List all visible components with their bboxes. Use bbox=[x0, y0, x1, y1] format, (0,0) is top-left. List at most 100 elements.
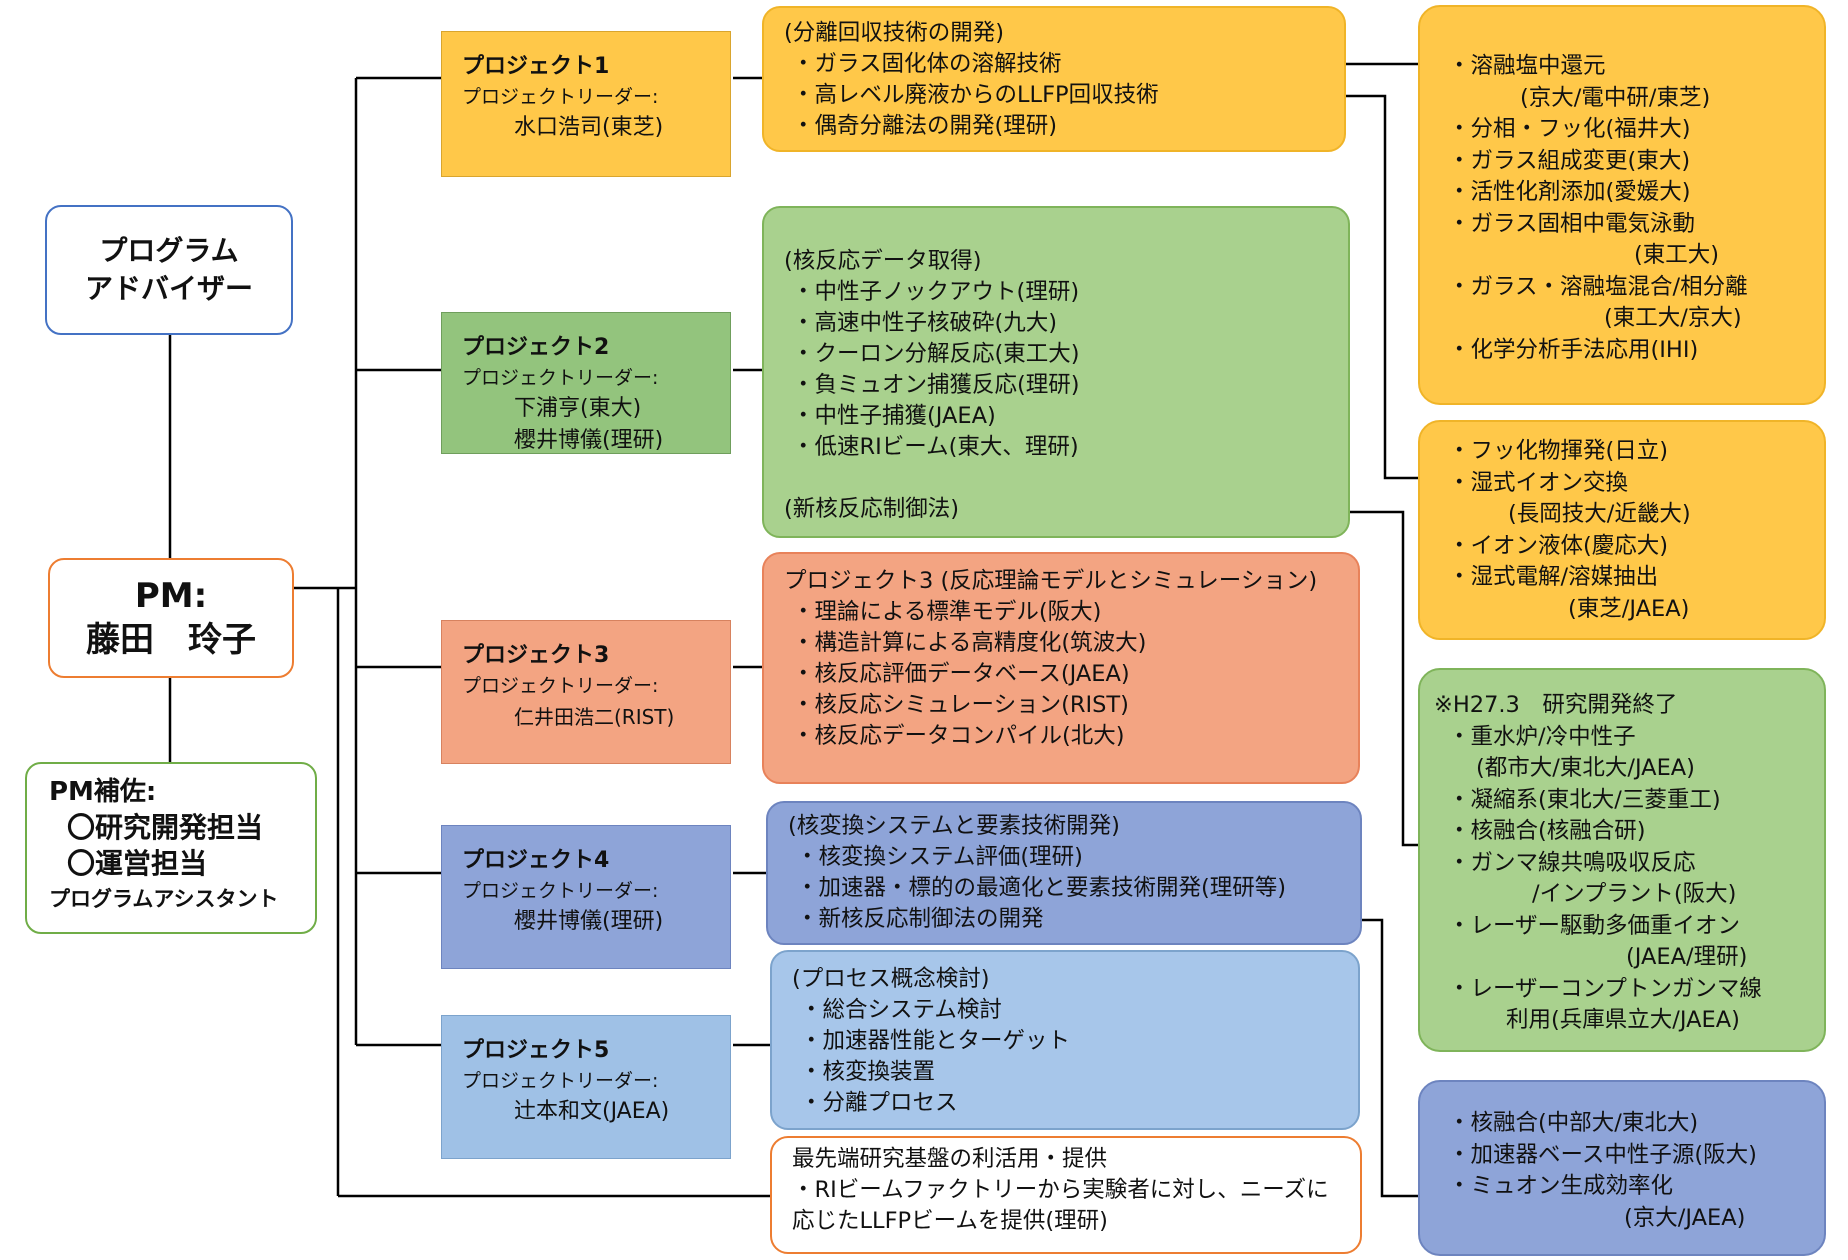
list-item: ・核変換システム評価(理研) bbox=[796, 844, 1083, 870]
list-item-affiliation: (京大/電中研/東芝) bbox=[1520, 84, 1711, 111]
project-leader-label: プロジェクトリーダー: bbox=[462, 1070, 659, 1092]
list-item: ・ガラス固化体の溶解技術 bbox=[792, 51, 1062, 77]
list-item: ・凝縮系(東北大/三菱重工) bbox=[1448, 786, 1721, 813]
list-item-affiliation: (都市大/東北大/JAEA) bbox=[1476, 755, 1695, 781]
project-title: プロジェクト5 bbox=[462, 1038, 610, 1063]
list-item-affiliation: /インプラント(阪大) bbox=[1532, 881, 1737, 907]
project-4-box: プロジェクト4 プロジェクトリーダー: 櫻井博儀(理研) bbox=[441, 825, 731, 969]
list-item: ・高レベル廃液からのLLFP回収技術 bbox=[792, 82, 1159, 108]
list-item: ・レーザーコンプトンガンマ線 bbox=[1448, 975, 1762, 1002]
pm-assist-item-ops: 〇運営担当 bbox=[67, 847, 208, 880]
list-item: ・溶融塩中還元 bbox=[1448, 53, 1606, 79]
box-heading: (核反応データ取得) bbox=[784, 248, 982, 274]
project-title: プロジェクト3 bbox=[462, 643, 610, 668]
process-concept-box: (プロセス概念検討) ・総合システム検討 ・加速器性能とターゲット ・核変換装置… bbox=[770, 950, 1360, 1130]
list-item: 応じたLLFPビームを提供(理研) bbox=[792, 1208, 1108, 1234]
list-item: ・新核反応制御法の開発 bbox=[796, 906, 1044, 932]
project-1-box: プロジェクト1 プロジェクトリーダー: 水口浩司(東芝) bbox=[441, 31, 731, 177]
box-heading: (分離回収技術の開発) bbox=[784, 20, 1005, 46]
pm-label: PM: bbox=[134, 576, 208, 616]
project-leader-label: プロジェクトリーダー: bbox=[462, 86, 659, 108]
list-item: ・レーザー駆動多価重イオン bbox=[1448, 912, 1741, 939]
list-item: ・化学分析手法応用(IHI) bbox=[1448, 336, 1699, 363]
nuclear-reaction-data-box: (核反応データ取得) ・中性子ノックアウト(理研) ・高速中性子核破砕(九大) … bbox=[762, 206, 1350, 538]
box-heading: (プロセス概念検討) bbox=[792, 966, 990, 992]
project-3-box: プロジェクト3 プロジェクトリーダー: 仁井田浩二(RIST) bbox=[441, 620, 731, 764]
list-item-affiliation: (京大/JAEA) bbox=[1624, 1204, 1746, 1231]
list-item: ・構造計算による高精度化(筑波大) bbox=[792, 630, 1147, 656]
pm-assistant-box: PM補佐: 〇研究開発担当 〇運営担当 プログラムアシスタント bbox=[25, 762, 317, 934]
project-2-box: プロジェクト2 プロジェクトリーダー: 下浦亨(東大) 櫻井博儀(理研) bbox=[441, 312, 731, 454]
project-title: プロジェクト4 bbox=[462, 848, 610, 873]
project-leader-name: 辻本和文(JAEA) bbox=[514, 1099, 670, 1124]
project-leader-label: プロジェクトリーダー: bbox=[462, 880, 659, 902]
list-item: ・核融合(中部大/東北大) bbox=[1448, 1110, 1699, 1136]
completed-rd-box: ※H27.3 研究開発終了 ・重水炉/冷中性子 (都市大/東北大/JAEA) ・… bbox=[1418, 668, 1826, 1052]
project-leader-label: プロジェクトリーダー: bbox=[462, 367, 659, 389]
program-adviser-box: プログラム アドバイザー bbox=[45, 205, 293, 335]
completion-note: ※H27.3 研究開発終了 bbox=[1434, 692, 1678, 718]
list-item: ・負ミュオン捕獲反応(理研) bbox=[792, 372, 1080, 398]
list-item: ・核融合(核融合研) bbox=[1448, 818, 1646, 844]
list-item: ・分離プロセス bbox=[800, 1090, 958, 1116]
list-item: ・加速器性能とターゲット bbox=[800, 1028, 1071, 1054]
pm-assist-item-rd: 〇研究開発担当 bbox=[67, 811, 264, 844]
list-item: ・核反応シミュレーション(RIST) bbox=[792, 692, 1129, 718]
list-item: ・核反応データコンパイル(北大) bbox=[792, 723, 1125, 749]
liquid-waste-methods-box: ・フッ化物揮発(日立) ・湿式イオン交換 (長岡技大/近畿大) ・イオン液体(慶… bbox=[1418, 420, 1826, 640]
project-5-box: プロジェクト5 プロジェクトリーダー: 辻本和文(JAEA) bbox=[441, 1015, 731, 1159]
list-item: ・ミュオン生成効率化 bbox=[1448, 1173, 1674, 1199]
list-item: ・中性子ノックアウト(理研) bbox=[792, 279, 1080, 305]
list-item: ・イオン液体(慶応大) bbox=[1448, 532, 1669, 559]
list-item: ・活性化剤添加(愛媛大) bbox=[1448, 179, 1691, 205]
reaction-theory-box: プロジェクト3 (反応理論モデルとシミュレーション) ・理論による標準モデル(阪… bbox=[762, 552, 1360, 784]
list-item: ・核反応評価データベース(JAEA) bbox=[792, 661, 1130, 687]
project-leader-name: 水口浩司(東芝) bbox=[514, 115, 664, 140]
list-item-affiliation: 利用(兵庫県立大/JAEA) bbox=[1506, 1007, 1740, 1033]
fusion-accelerator-box: ・核融合(中部大/東北大) ・加速器ベース中性子源(阪大) ・ミュオン生成効率化… bbox=[1418, 1080, 1826, 1256]
box-heading: 最先端研究基盤の利活用・提供 bbox=[792, 1146, 1108, 1172]
vitrified-waste-methods-box: ・溶融塩中還元 (京大/電中研/東芝) ・分相・フッ化(福井大) ・ガラス組成変… bbox=[1418, 5, 1826, 405]
research-infrastructure-box: 最先端研究基盤の利活用・提供 ・RIビームファクトリーから実験者に対し、ニーズに… bbox=[770, 1136, 1362, 1254]
adviser-line1: プログラム bbox=[99, 234, 239, 267]
list-item: ・総合システム検討 bbox=[800, 997, 1002, 1023]
project-title: プロジェクト2 bbox=[462, 335, 610, 360]
list-item: ・湿式電解/溶媒抽出 bbox=[1448, 564, 1659, 590]
list-item-affiliation: (東工大/京大) bbox=[1604, 305, 1742, 331]
transmutation-system-box: (核変換システムと要素技術開発) ・核変換システム評価(理研) ・加速器・標的の… bbox=[766, 801, 1362, 945]
list-item: ・ガラス組成変更(東大) bbox=[1448, 147, 1691, 174]
adviser-line2: アドバイザー bbox=[84, 272, 253, 305]
pm-name: 藤田 玲子 bbox=[86, 620, 256, 660]
list-item-affiliation: (東芝/JAEA) bbox=[1568, 595, 1690, 622]
project-leader-label: プロジェクトリーダー: bbox=[462, 675, 659, 697]
project-leader-name: 下浦亨(東大) bbox=[514, 396, 642, 421]
project-title: プロジェクト1 bbox=[462, 54, 610, 79]
list-item: ・偶奇分離法の開発(理研) bbox=[792, 113, 1058, 139]
list-item: ・クーロン分解反応(東工大) bbox=[792, 341, 1080, 367]
list-item: ・核変換装置 bbox=[800, 1059, 936, 1085]
project-leader-name: 仁井田浩二(RIST) bbox=[514, 705, 675, 729]
box-heading: プロジェクト3 (反応理論モデルとシミュレーション) bbox=[784, 568, 1318, 594]
project-leader-name: 櫻井博儀(理研) bbox=[514, 909, 664, 934]
list-item: ・加速器・標的の最適化と要素技術開発(理研等) bbox=[796, 875, 1287, 901]
list-item: ・中性子捕獲(JAEA) bbox=[792, 403, 996, 429]
list-item-affiliation: (JAEA/理研) bbox=[1626, 944, 1748, 970]
list-item: ・重水炉/冷中性子 bbox=[1448, 723, 1636, 750]
list-item: ・ガンマ線共鳴吸収反応 bbox=[1448, 849, 1696, 876]
list-item-affiliation: (長岡技大/近畿大) bbox=[1508, 501, 1691, 527]
list-item: ・ガラス固相中電気泳動 bbox=[1448, 210, 1696, 237]
list-item: ・ガラス・溶融塩混合/相分離 bbox=[1448, 273, 1748, 300]
pm-assist-item-assistant: プログラムアシスタント bbox=[49, 887, 279, 911]
list-item: ・分相・フッ化(福井大) bbox=[1448, 116, 1691, 142]
box-subheading: (新核反応制御法) bbox=[784, 496, 960, 522]
project-leader-name: 櫻井博儀(理研) bbox=[514, 428, 664, 453]
box-heading: (核変換システムと要素技術開発) bbox=[788, 813, 1120, 839]
separation-recovery-box: (分離回収技術の開発) ・ガラス固化体の溶解技術 ・高レベル廃液からのLLFP回… bbox=[762, 6, 1346, 152]
list-item: ・湿式イオン交換 bbox=[1448, 469, 1629, 496]
list-item: ・フッ化物揮発(日立) bbox=[1448, 438, 1669, 464]
pm-box: PM: 藤田 玲子 bbox=[48, 558, 294, 678]
list-item: ・加速器ベース中性子源(阪大) bbox=[1448, 1141, 1757, 1168]
list-item-affiliation: (東工大) bbox=[1634, 242, 1720, 268]
pm-assist-title: PM補佐: bbox=[49, 777, 157, 807]
list-item: ・高速中性子核破砕(九大) bbox=[792, 310, 1058, 336]
